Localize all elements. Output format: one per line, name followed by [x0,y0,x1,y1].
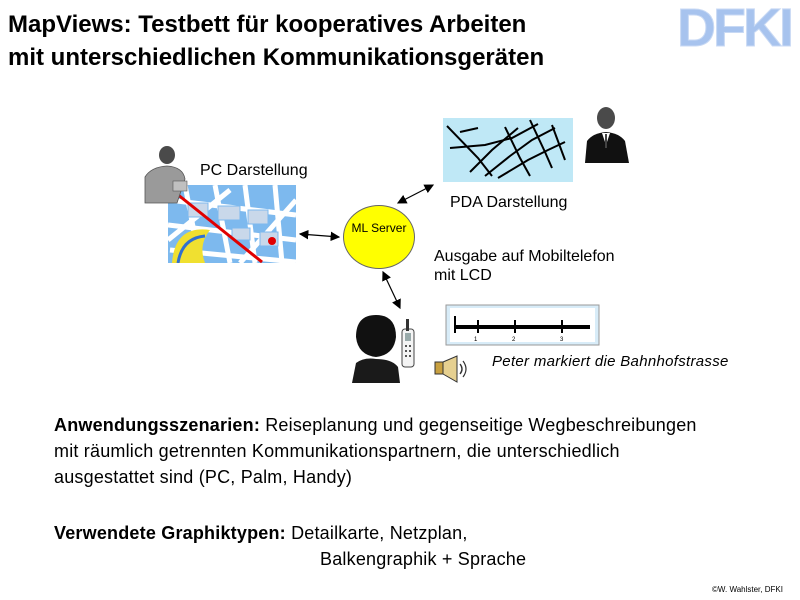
graphics-line-1-rest: Detailkarte, Netzplan, [285,523,468,543]
svg-text:3: 3 [560,337,564,343]
graphics-paragraph: Verwendete Graphiktypen: Detailkarte, Ne… [54,520,526,572]
route-marker [268,237,276,245]
title-line-2: mit unterschiedlichen Kommunikationsgerä… [8,44,545,71]
scenarios-line-1-rest: Reiseplanung und gegenseitige Wegbeschre… [260,415,697,435]
pda-user-figure [585,107,629,163]
speaker-icon [434,355,467,383]
lcd-bar-graphic: 1 2 3 [445,304,600,346]
ml-server-node: ML Server [343,205,415,269]
mobile-label-line-2: mit LCD [434,267,492,284]
logo-text: DFKI [677,0,791,52]
pda-network-image [443,118,573,182]
speech-text: Peter markiert die Bahnhofstrasse [492,353,729,370]
scenarios-line-1: Anwendungsszenarien: Reiseplanung und ge… [54,412,697,438]
dfki-logo: DFKI [668,0,800,52]
arrow-pc-server [298,229,341,242]
svg-text:1: 1 [474,337,478,343]
diagram: 1 2 3 [144,107,629,383]
scenarios-line-2: mit räumlich getrennten Kommunikationspa… [54,441,620,461]
server-label: ML Server [351,221,407,235]
pc-user-figure [144,146,188,204]
arrow-server-pda [396,184,435,204]
scenarios-heading: Anwendungsszenarien: [54,415,261,435]
pc-map-image [168,185,296,263]
svg-text:2: 2 [512,337,516,343]
scenarios-line-3: ausgestattet sind (PC, Palm, Handy) [54,467,353,487]
graphics-line-1: Verwendete Graphiktypen: Detailkarte, Ne… [54,520,526,546]
mobile-label-line-1: Ausgabe auf Mobiltelefon [434,248,615,265]
arrow-server-mobile [382,270,401,310]
page-title: MapViews: Testbett für kooperatives Arbe… [8,8,658,74]
copyright-text: ©W. Wahlster, DFKI [712,585,783,594]
mobile-user-figure [352,315,415,383]
pda-label: PDA Darstellung [450,194,568,211]
title-line-1: MapViews: Testbett für kooperatives Arbe… [8,11,527,38]
mobile-label: Ausgabe auf Mobiltelefon mit LCD [434,247,615,285]
graphics-line-2: Balkengraphik + Sprache [320,549,527,569]
route-line [171,188,263,263]
pc-label: PC Darstellung [200,162,308,179]
scenarios-paragraph: Anwendungsszenarien: Reiseplanung und ge… [54,412,697,490]
graphics-heading: Verwendete Graphiktypen: [54,523,286,543]
